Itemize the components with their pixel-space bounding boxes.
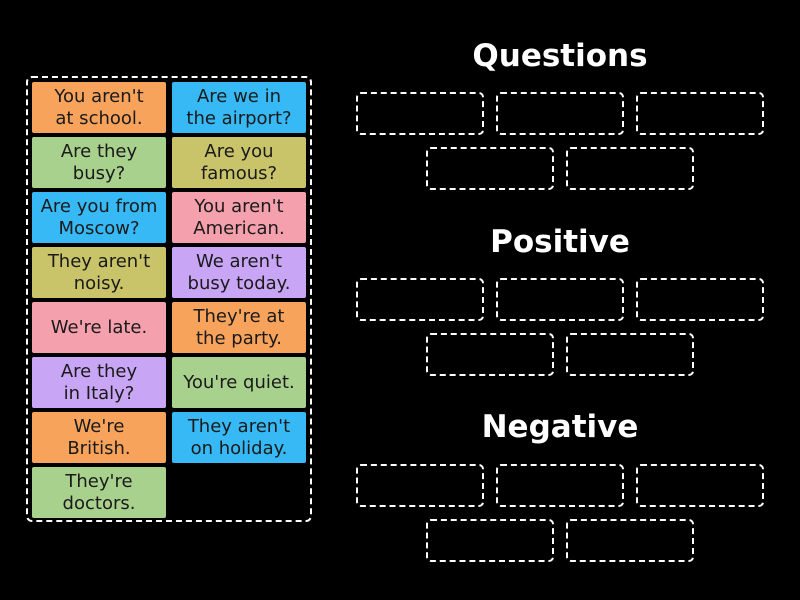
drop-slot-questions-1[interactable]	[356, 92, 484, 135]
card-6[interactable]: You aren't American.	[172, 192, 306, 243]
card-15[interactable]: They're doctors.	[32, 467, 166, 518]
drop-slot-questions-5[interactable]	[566, 147, 694, 190]
card-3[interactable]: Are they busy?	[32, 137, 166, 188]
drop-slot-positive-5[interactable]	[566, 333, 694, 376]
drop-slot-negative-5[interactable]	[566, 519, 694, 562]
group-heading-questions: Questions	[472, 38, 648, 74]
card-4[interactable]: Are you famous?	[172, 137, 306, 188]
card-14[interactable]: They aren't on holiday.	[172, 412, 306, 463]
card-1[interactable]: You aren't at school.	[32, 82, 166, 133]
drop-slot-questions-2[interactable]	[496, 92, 624, 135]
card-7[interactable]: They aren't noisy.	[32, 247, 166, 298]
card-12[interactable]: You're quiet.	[172, 357, 306, 408]
drop-slot-negative-2[interactable]	[496, 464, 624, 507]
card-pool	[26, 76, 312, 522]
group-heading-positive: Positive	[490, 224, 630, 260]
drop-slot-negative-3[interactable]	[636, 464, 764, 507]
drop-slot-negative-4[interactable]	[426, 519, 554, 562]
card-10[interactable]: They're at the party.	[172, 302, 306, 353]
card-13[interactable]: We're British.	[32, 412, 166, 463]
card-9[interactable]: We're late.	[32, 302, 166, 353]
card-2[interactable]: Are we in the airport?	[172, 82, 306, 133]
drop-slot-positive-4[interactable]	[426, 333, 554, 376]
card-5[interactable]: Are you from Moscow?	[32, 192, 166, 243]
drop-slot-questions-3[interactable]	[636, 92, 764, 135]
drop-slot-questions-4[interactable]	[426, 147, 554, 190]
drop-slot-positive-3[interactable]	[636, 278, 764, 321]
drop-slot-positive-2[interactable]	[496, 278, 624, 321]
drop-slot-negative-1[interactable]	[356, 464, 484, 507]
drop-slot-positive-1[interactable]	[356, 278, 484, 321]
card-11[interactable]: Are they in Italy?	[32, 357, 166, 408]
group-heading-negative: Negative	[481, 409, 639, 445]
card-8[interactable]: We aren't busy today.	[172, 247, 306, 298]
